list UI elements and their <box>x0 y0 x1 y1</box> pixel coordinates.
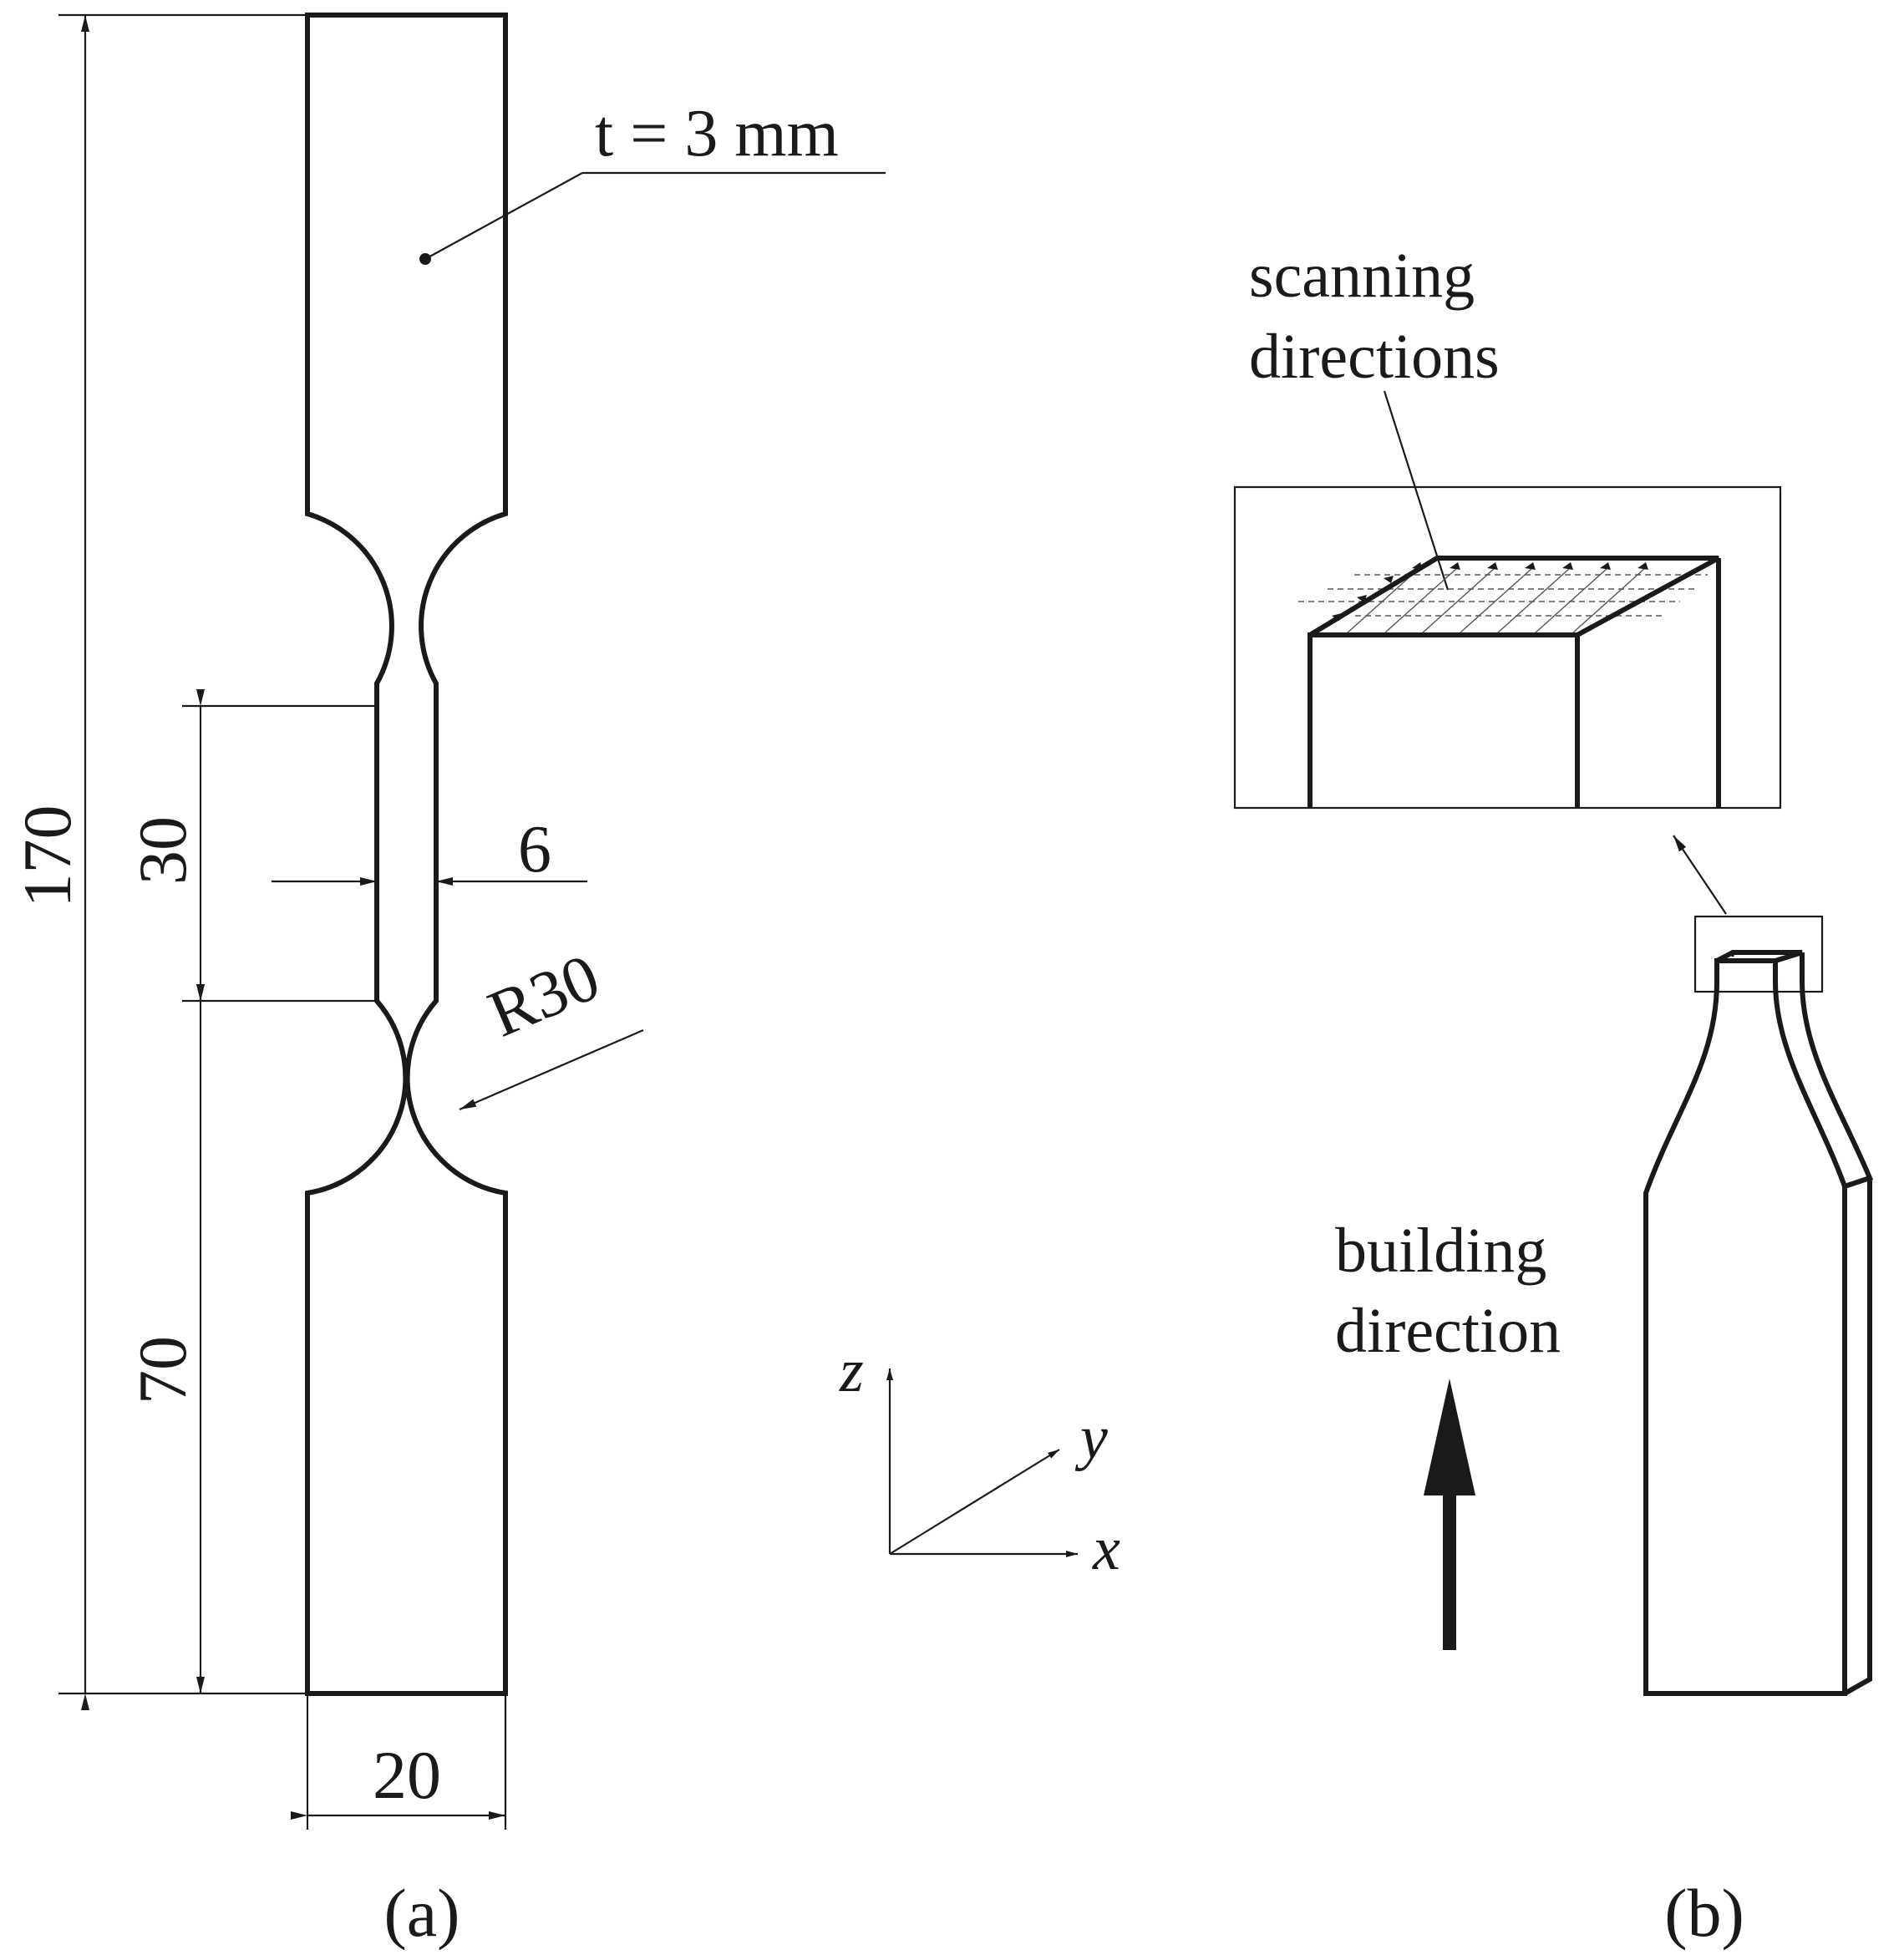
scan-arrow-marks <box>1332 562 1648 621</box>
caption-a: (a) <box>383 1875 460 1951</box>
y-axis <box>889 1449 1060 1555</box>
detail-grid <box>1298 567 1708 634</box>
building-label-line2: direction <box>1335 1296 1561 1366</box>
zoom-region-box <box>1693 915 1824 993</box>
z-axis-label: z <box>839 1337 864 1405</box>
scanning-label-line1: scanning <box>1249 241 1475 311</box>
dimension-label-R30: R30 <box>479 940 610 1051</box>
dimension-label-70: 70 <box>124 1336 201 1404</box>
specimen-drawing-a: t = 3 mm 170 30 70 6 R30 20 (a) <box>9 13 886 1951</box>
thickness-leader-line <box>424 172 583 260</box>
caption-b: (b) <box>1664 1875 1744 1951</box>
radius-leader-line <box>459 1028 644 1111</box>
dogbone-outline <box>305 13 508 1696</box>
coordinate-axes: z y x <box>839 1337 1120 1583</box>
y-axis-label: y <box>1074 1404 1108 1472</box>
dimension-label-20: 20 <box>373 1737 441 1813</box>
zoom-arrow <box>1673 835 1727 915</box>
scanning-label-line2: directions <box>1249 322 1500 392</box>
thickness-label: t = 3 mm <box>595 97 839 170</box>
dimension-label-170: 170 <box>9 805 85 908</box>
specimen-drawing-b: scanning directions <box>1233 241 1874 1951</box>
dimension-label-30: 30 <box>124 816 201 885</box>
building-label-line1: building <box>1335 1216 1546 1286</box>
dimension-label-6: 6 <box>518 813 551 886</box>
detail-block <box>1307 556 1721 808</box>
building-direction-arrow <box>1424 1379 1475 1650</box>
specimen-3d <box>1643 950 1874 1696</box>
x-axis-label: x <box>1092 1515 1120 1583</box>
detail-box <box>1233 485 1782 810</box>
